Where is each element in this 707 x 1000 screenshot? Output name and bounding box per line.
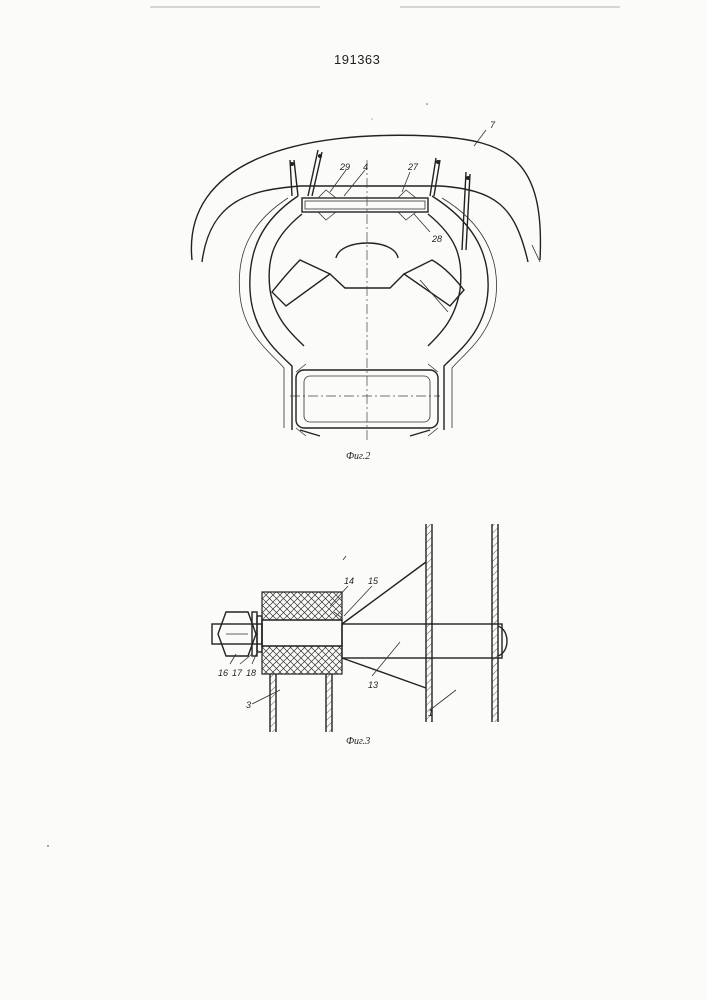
callout-4: 4	[363, 162, 368, 172]
bushing-bottom-14	[262, 646, 342, 674]
brace-lower	[342, 658, 426, 688]
caption-fig3: Фиг.3	[346, 736, 370, 747]
scan-specks	[47, 103, 428, 847]
callout-7: 7	[490, 120, 496, 130]
mount-29	[318, 190, 336, 220]
callout-17: 17	[232, 668, 243, 678]
caption-fig2: Фиг.2	[346, 451, 370, 462]
callout-29: 29	[339, 162, 350, 172]
callout-13: 13	[368, 680, 378, 690]
mount-27	[398, 190, 416, 220]
callout-28: 28	[431, 234, 442, 244]
figure-3-drawing	[212, 524, 507, 732]
callout-14: 14	[344, 576, 354, 586]
callout-3: 3	[246, 700, 251, 710]
brace-upper	[342, 562, 426, 624]
washer-18	[257, 616, 262, 652]
inner-fork	[272, 260, 330, 306]
plate-4	[302, 198, 428, 212]
callout-27: 27	[407, 162, 419, 172]
callout-15: 15	[368, 576, 379, 586]
outer-frame	[250, 196, 298, 430]
figure-2-drawing	[191, 130, 540, 440]
callout-18: 18	[246, 668, 256, 678]
callout-1: 1	[428, 708, 433, 718]
callout-16: 16	[218, 668, 228, 678]
shaft-13	[342, 624, 502, 658]
